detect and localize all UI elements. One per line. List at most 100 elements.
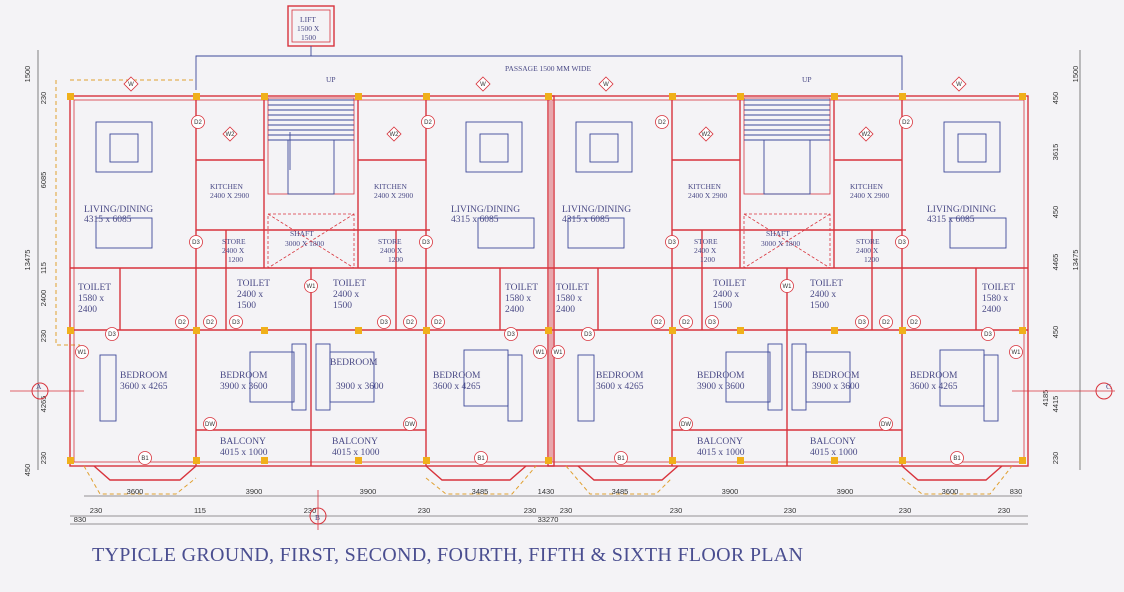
tag-label: D3 [984, 332, 992, 338]
column [737, 457, 744, 464]
tag-label: W2 [702, 132, 712, 138]
tag-d3: D3 [895, 235, 909, 249]
staircase-right: UP [743, 75, 831, 195]
bedroom-label-3: BEDROOM [330, 358, 378, 368]
dim-bottom-row2: 230 [998, 506, 1011, 515]
tag-d3: D3 [581, 327, 595, 341]
living-label-1: LIVING/DINING [84, 205, 153, 215]
dim-bottom-row1: 3600 [942, 487, 959, 496]
staircase-left: UP [267, 75, 355, 195]
toilet-small-1: TOILET 1580 x 2400 [78, 283, 111, 315]
tag-label: W [956, 82, 962, 88]
bedroom-2: BEDROOM 3900 x 3600 [220, 343, 307, 411]
balcony-size-3: 4015 x 1000 [697, 448, 745, 458]
toilet-mid-size2-4: 1500 [810, 301, 829, 311]
toilet-small-size1-1: 1580 x [78, 294, 104, 304]
toilet-mid-label-4: TOILET [810, 279, 843, 289]
tag-w2: W2 [386, 126, 402, 142]
tag-label: W1 [78, 350, 88, 356]
tag-label: W [480, 82, 486, 88]
column [545, 327, 552, 334]
tag-w: W [123, 76, 139, 92]
tag-label: D2 [658, 120, 666, 126]
tag-label: D3 [858, 320, 866, 326]
dim-right: 3615 [1051, 144, 1060, 161]
living-size-1: 4315 x 6085 [84, 215, 132, 225]
tag-label: B1 [141, 456, 149, 462]
bedroom-5: BEDROOM 3600 x 4265 [577, 354, 644, 422]
balcony-label-3: BALCONY [697, 437, 743, 447]
bedroom-8: BEDROOM 3600 x 4265 [910, 349, 999, 422]
column [669, 457, 676, 464]
column [737, 327, 744, 334]
dim-left: 115 [39, 262, 48, 274]
shaft-label-right: SHAFT [766, 229, 790, 238]
tag-b1: B1 [614, 451, 628, 465]
column [193, 93, 200, 100]
balcony-label-1: BALCONY [220, 437, 266, 447]
balcony-2: BALCONY 4015 x 1000 [332, 437, 380, 458]
bedroom-label-1: BEDROOM [120, 371, 168, 381]
lift-size-1: 1500 X [297, 24, 320, 33]
dim-right: 4465 [1051, 254, 1060, 271]
living-size-4: 4315 x 6085 [927, 215, 975, 225]
toilet-small-2: TOILET 1580 x 2400 [505, 283, 538, 315]
store-label-2: STORE [378, 237, 402, 246]
dim-bottom-row1: 3600 [127, 487, 144, 496]
living-room-4: LIVING/DINING 4315 x 6085 [927, 121, 1007, 249]
tag-w2: W2 [858, 126, 874, 142]
column [355, 93, 362, 100]
bedroom-size-7: 3900 x 3600 [812, 382, 860, 392]
dim-bottom-row2: 230 [90, 506, 103, 515]
bedroom-4: BEDROOM 3600 x 4265 [433, 349, 523, 422]
dim-right: 450 [1051, 206, 1060, 219]
toilet-small-size2-1: 2400 [78, 305, 97, 315]
dim-left: 230 [39, 330, 48, 343]
tag-d3: D3 [189, 235, 203, 249]
tag-b1: B1 [138, 451, 152, 465]
section-c-label: C [1106, 382, 1111, 391]
dim-right: 230 [1051, 452, 1060, 465]
toilet-small-3: TOILET 1580 x 2400 [556, 283, 589, 315]
kitchen-1: KITCHEN 2400 X 2900 [210, 182, 249, 200]
toilet-mid-size1-3: 2400 x [713, 290, 739, 300]
tag-label: DW [405, 422, 415, 428]
tag-label: D3 [108, 332, 116, 338]
tag-label: D2 [434, 320, 442, 326]
dim-left: 230 [39, 452, 48, 465]
section-marker-a: A [10, 382, 84, 400]
tag-label: D2 [682, 320, 690, 326]
tag-d2: D2 [175, 315, 189, 329]
kitchen-label-4: KITCHEN [850, 182, 883, 191]
bedroom-1: BEDROOM 3600 x 4265 [99, 354, 168, 422]
tag-d3: D3 [504, 327, 518, 341]
toilet-small-label-3: TOILET [556, 283, 589, 293]
tag-w1: W1 [304, 279, 318, 293]
tag-label: W2 [390, 132, 400, 138]
tag-label: D2 [654, 320, 662, 326]
store-size2-4: 1200 [864, 255, 879, 264]
tag-d2: D2 [651, 315, 665, 329]
column [831, 93, 838, 100]
tag-d3: D3 [665, 235, 679, 249]
bedroom-label-5: BEDROOM [596, 371, 644, 381]
tag-d2: D2 [679, 315, 693, 329]
bedroom-size-6: 3900 x 3600 [697, 382, 745, 392]
drawing-title: TYPICLE GROUND, FIRST, SECOND, FOURTH, F… [92, 544, 804, 566]
dim-right: 450 [1051, 92, 1060, 105]
column [669, 93, 676, 100]
bedroom-3: BEDROOM 3900 x 3600 [315, 343, 384, 411]
bedroom-size-8: 3600 x 4265 [910, 382, 958, 392]
kitchen-label-1: KITCHEN [210, 182, 243, 191]
column [261, 457, 268, 464]
column [355, 327, 362, 334]
store-size2-1: 1200 [228, 255, 243, 264]
store-2: STORE 2400 X 1200 [378, 237, 403, 264]
kitchen-size-4: 2400 X 2900 [850, 191, 889, 200]
kitchen-4: KITCHEN 2400 X 2900 [850, 182, 889, 200]
tag-w: W [475, 76, 491, 92]
dim-right: 13475 [1071, 250, 1080, 271]
tag-label: B1 [477, 456, 485, 462]
dim-bottom-row2: 230 [524, 506, 537, 515]
bedroom-size-5: 3600 x 4265 [596, 382, 644, 392]
